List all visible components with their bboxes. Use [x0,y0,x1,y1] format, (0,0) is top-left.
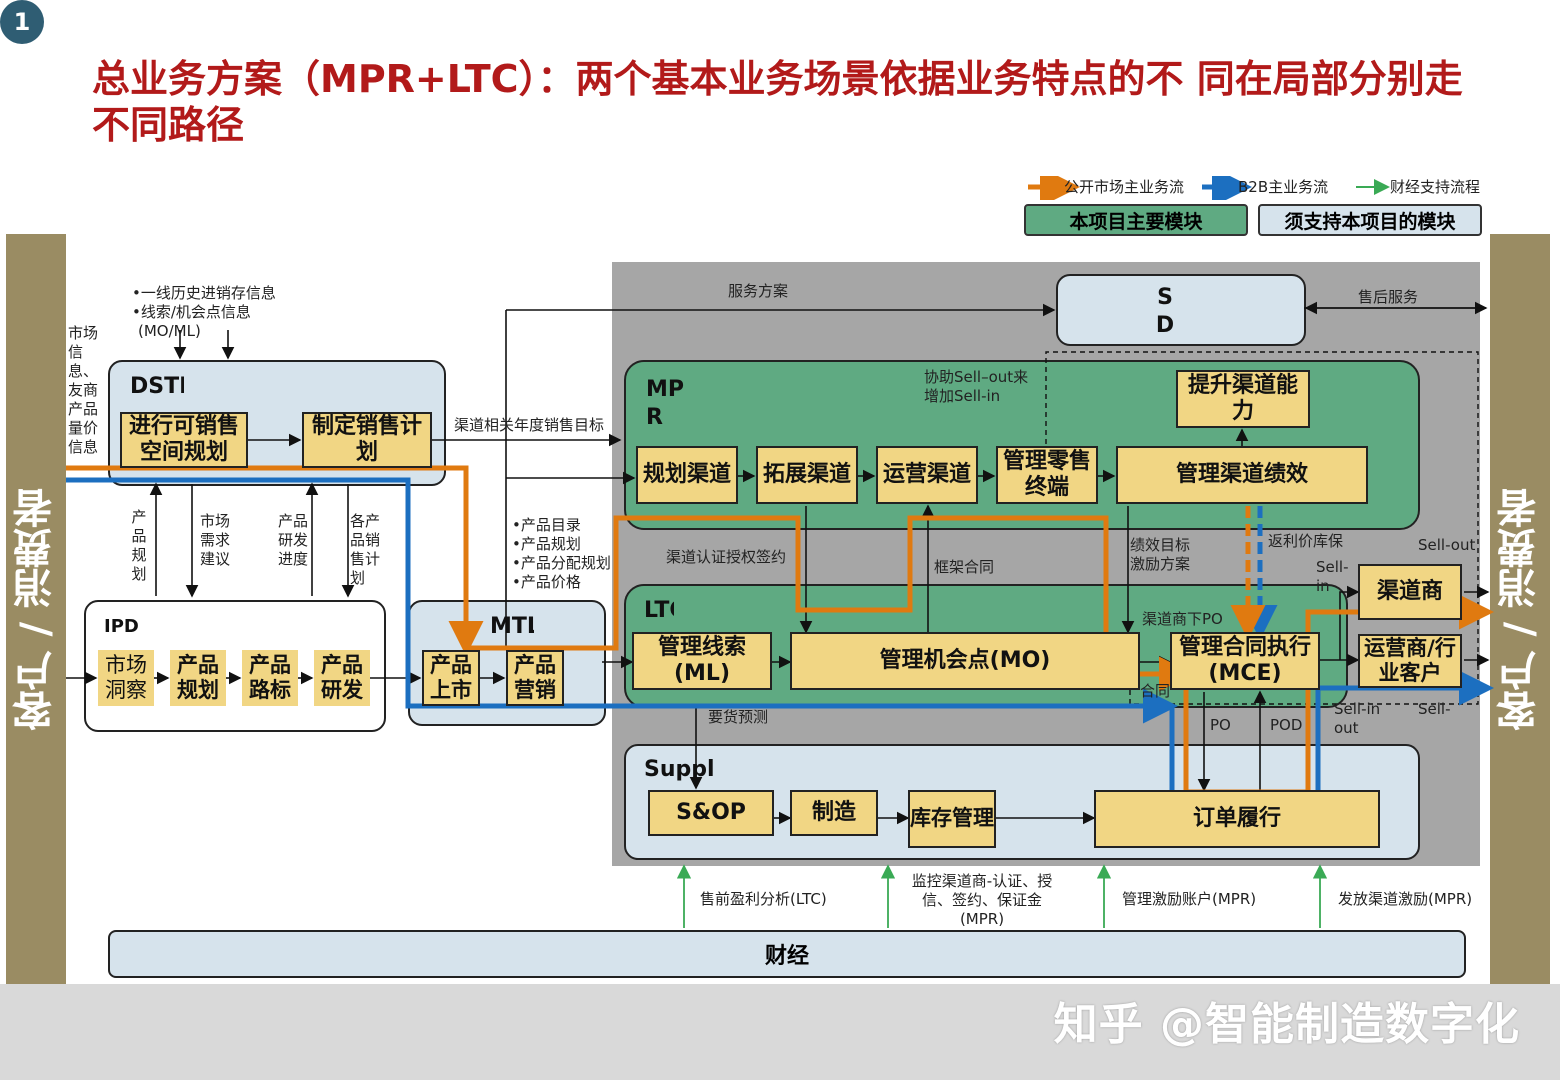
page-title: 总业务方案（MPR+LTC）：两个基本业务场景依据业务特点的不 同在局部分别走不… [92,57,1463,147]
assist-sellout-label: 协助Sell–out来增加Sell-in [924,368,1029,405]
operate-channel-box[interactable]: 运营渠道 [876,446,978,504]
product-rd-box[interactable]: 产品研发 [314,650,370,706]
pod-label: POD [1270,716,1303,734]
frame-contract-label: 框架合同 [934,558,995,576]
legend-main-module: 本项目主要模块 [1024,204,1248,236]
finance-connectors [676,864,1328,928]
order-fulfillment-box[interactable]: 订单履行 [1094,790,1380,848]
plan-channel-box[interactable]: 规划渠道 [636,446,738,504]
operator-industry-customer-box[interactable]: 运营商/行业客户 [1358,634,1462,688]
product-launch-box[interactable]: 产品上市 [422,650,480,706]
product-allocation-label: •产品分配规划 [512,554,611,572]
issue-incentive-label: 发放渠道激励(MPR) [1338,890,1473,908]
mo-ml-label: (MO/ML) [138,322,201,340]
black-connectors [66,301,1490,825]
perf-target-label: 绩效目标激励方案 [1130,536,1191,573]
ipd-caption: IPD [104,616,139,637]
right-customer-bar: 客户 / 消费者 [1490,234,1550,984]
watermark: 知乎 @智能制造数字化 [1053,999,1520,1050]
channel-target-label: 渠道相关年度销售目标 [454,416,605,434]
after-sales-label: 售后服务 [1358,288,1419,306]
product-price-label: •产品价格 [512,573,581,591]
market-insight-box[interactable]: 市场洞察 [98,650,154,706]
sop-box[interactable]: S&OP [648,790,774,836]
manage-opportunity-box[interactable]: 管理机会点(MO) [790,632,1140,690]
history-info-label: •一线历史进销存信息 [132,284,276,302]
make-sales-plan-box[interactable]: 制定销售计划 [302,412,432,468]
sellin-out-label: Sell-in out [1334,700,1381,737]
product-marketing-box[interactable]: 产品营销 [506,650,564,706]
po-label: PO [1210,716,1231,734]
inventory-management-box[interactable]: 库存管理 [908,790,996,848]
improve-channel-capability-box[interactable]: 提升渠道能力 [1176,370,1310,428]
legend-support-module: 须支持本项目的模块 [1258,204,1482,236]
rd-progress-label: 产品研发进度 [278,512,309,568]
ltc-caption: LTC [644,598,674,623]
manage-retail-terminal-box[interactable]: 管理零售终端 [996,446,1098,504]
expand-channel-box[interactable]: 拓展渠道 [756,446,858,504]
sell-label: Sell- [1418,700,1451,718]
legend-orange-label: 公开市场主业务流 [1064,178,1185,196]
page-number-badge: 1 [0,0,44,44]
product-planning-box[interactable]: 产品规划 [170,650,226,706]
plan-sellable-space-box[interactable]: 进行可销售空间规划 [120,412,248,468]
mtl-caption: MTL [490,614,534,639]
mpr-caption: MPR [646,377,685,430]
product-plan-vertical-label: 产品规划 [131,508,147,583]
legend-arrows [1028,176,1390,200]
manage-leads-box[interactable]: 管理线索(ML) [632,632,772,690]
market-demand-label: 市场需求建议 [200,512,231,568]
dste-caption: DSTE [130,374,184,399]
manage-channel-performance-box[interactable]: 管理渠道绩效 [1116,446,1368,504]
monitor-dealer-label: 监控渠道商-认证、授信、签约、保证金(MPR) [911,872,1053,928]
left-customer-bar: 客户 / 消费者 [6,234,66,984]
incentive-account-label: 管理激励账户(MPR) [1122,890,1257,908]
market-info-label: 市场信息、友商产品量价信息 [68,324,99,456]
presale-profit-label: 售前盈利分析(LTC) [700,890,827,908]
manufacturing-box[interactable]: 制造 [790,790,878,836]
finance-module: 财经 [108,930,1466,978]
dealer-po-label: 渠道商下PO [1142,610,1223,628]
sellin-label: Sell-in [1316,558,1349,595]
legend-green-label: 财经支持流程 [1390,178,1481,196]
dealer-box[interactable]: 渠道商 [1358,564,1462,620]
lead-info-label: •线索/机会点信息 [132,303,251,321]
manage-contract-execution-box[interactable]: 管理合同执行(MCE) [1170,632,1320,690]
sd-caption: SD [1155,285,1175,338]
rebate-label: 返利价库保 [1268,532,1344,550]
contract-label: 合同 [1140,682,1171,700]
footer-band [0,984,1560,1080]
sales-plan-label: 各产品销售计划 [350,512,381,587]
sellout-label: Sell-out [1418,536,1476,554]
product-roadmap-box[interactable]: 产品路标 [242,650,298,706]
channel-cert-label: 渠道认证授权签约 [666,548,787,566]
legend-blue-label: B2B主业务流 [1238,178,1329,196]
product-planning-label: •产品规划 [512,535,581,553]
product-catalog-label: •产品目录 [512,516,581,534]
demand-forecast-label: 要货预测 [708,708,769,726]
dashed-connectors [1045,351,1479,705]
service-plan-label: 服务方案 [728,282,789,300]
sd-module [1056,274,1306,346]
